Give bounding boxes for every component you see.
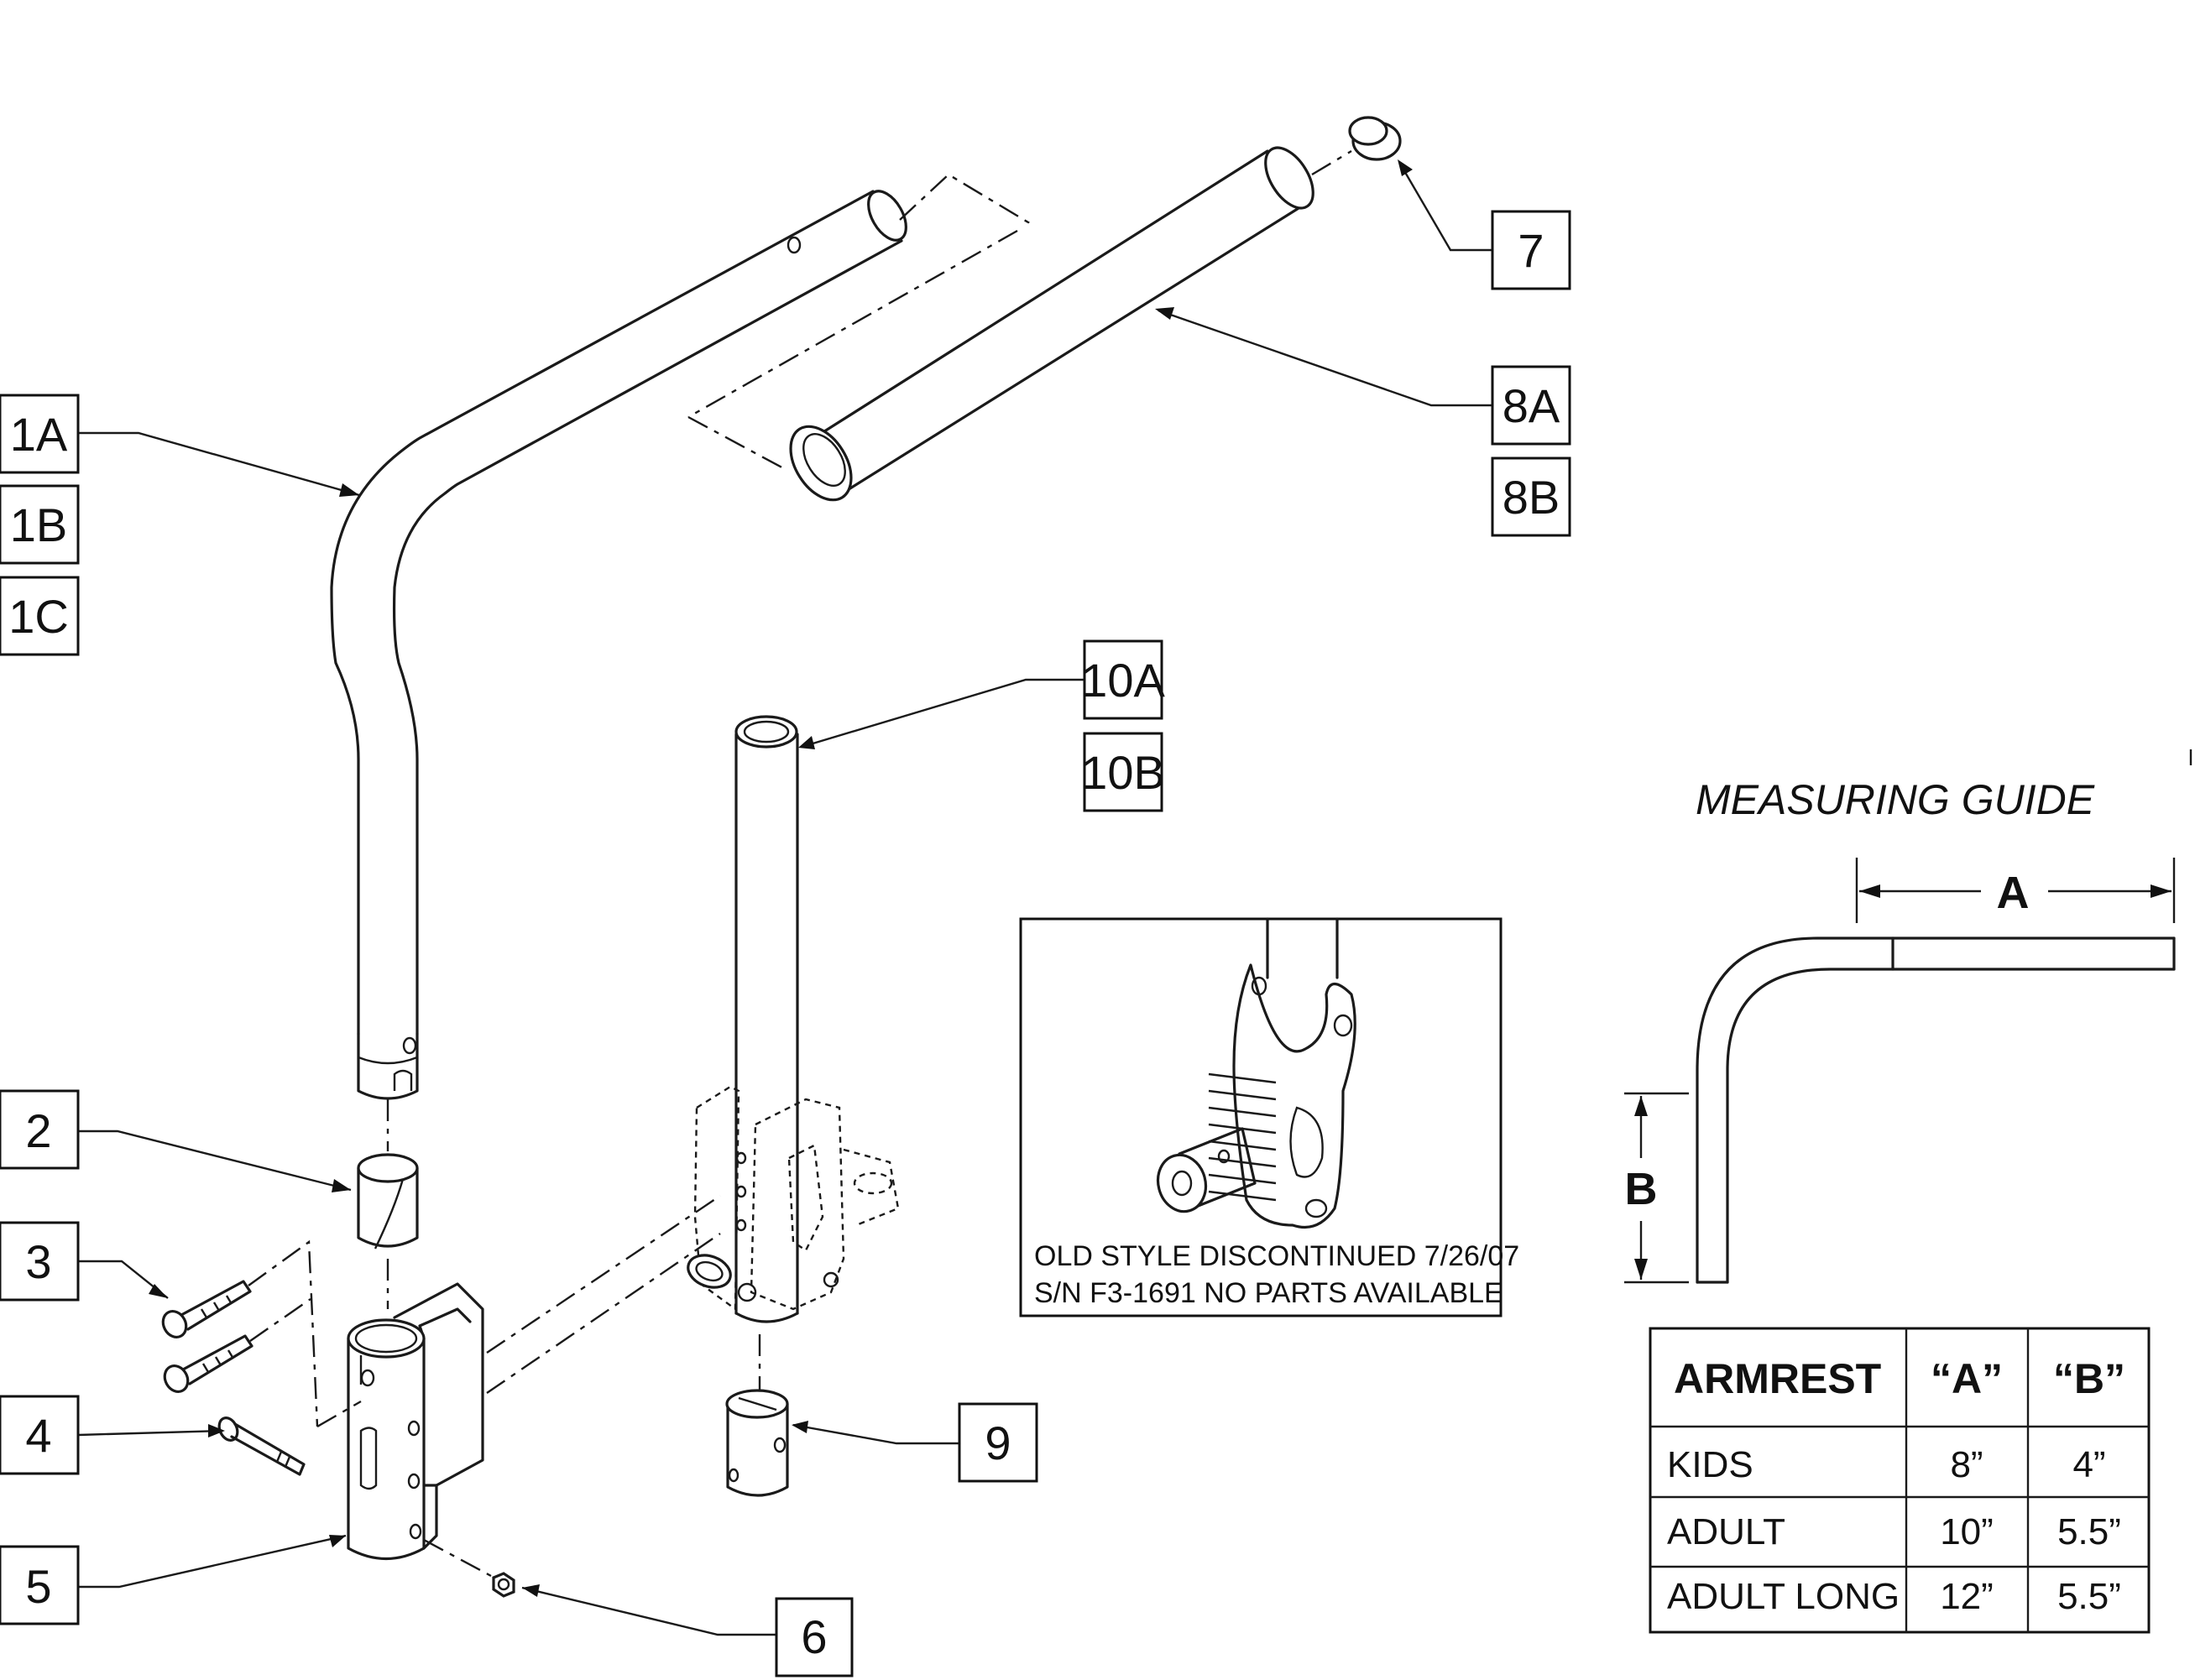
- callout-10a: 10A: [1081, 639, 1165, 720]
- table-header-armrest: ARMREST: [1674, 1355, 1881, 1402]
- callout-9: 9: [958, 1402, 1038, 1483]
- table-cell: KIDS: [1667, 1444, 1753, 1485]
- bushing-9: [725, 1389, 789, 1497]
- inset-note-line2: S/N F3-1691 NO PARTS AVAILABLE: [1034, 1277, 1503, 1309]
- dim-b-label: B: [1625, 1164, 1658, 1214]
- table-cell: 5.5”: [2057, 1576, 2121, 1617]
- table-cell: ADULT: [1667, 1511, 1785, 1552]
- callout-2: 2: [0, 1089, 80, 1170]
- svg-text:4: 4: [25, 1409, 51, 1462]
- screws-3: [161, 1280, 253, 1393]
- table-header-b: “B”: [2053, 1355, 2125, 1402]
- table-cell: 5.5”: [2057, 1511, 2121, 1552]
- measuring-guide-title: MEASURING GUIDE: [1696, 776, 2095, 823]
- armrest-tube-1a: [330, 190, 907, 1100]
- svg-text:7: 7: [1518, 224, 1544, 277]
- receiver-post-10a: [734, 715, 799, 1323]
- sleeve-2: [357, 1153, 419, 1250]
- old-style-inset: OLD STYLE DISCONTINUED 7/26/07 S/N F3-16…: [1019, 917, 1519, 1317]
- svg-text:9: 9: [985, 1417, 1011, 1469]
- table-cell: ADULT LONG: [1667, 1576, 1900, 1617]
- nut-6: [492, 1572, 515, 1598]
- leader-lines: [77, 159, 1492, 1636]
- table-cell: 4”: [2072, 1444, 2105, 1485]
- receiver-5: [347, 1282, 484, 1561]
- end-cap-7: [1348, 116, 1402, 161]
- callout-6: 6: [775, 1597, 854, 1677]
- callout-1b: 1B: [0, 484, 80, 565]
- callout-1c: 1C: [0, 576, 80, 656]
- callout-4: 4: [0, 1395, 80, 1475]
- svg-text:8A: 8A: [1503, 379, 1560, 432]
- bolt-4: [217, 1417, 306, 1476]
- svg-text:6: 6: [801, 1610, 827, 1663]
- svg-text:10B: 10B: [1081, 746, 1165, 799]
- callout-7: 7: [1491, 210, 1571, 290]
- svg-text:5: 5: [25, 1560, 51, 1613]
- callout-3: 3: [0, 1221, 80, 1302]
- callout-1a: 1A: [0, 394, 80, 474]
- table-header-a: “A”: [1931, 1355, 2003, 1402]
- measuring-guide: MEASURING GUIDE A B: [1624, 776, 2176, 1284]
- callout-10b: 10B: [1081, 732, 1165, 812]
- svg-text:1A: 1A: [10, 408, 68, 461]
- table-cell: 10”: [1940, 1511, 1994, 1552]
- grip-tube-8a: [789, 146, 1314, 502]
- svg-text:3: 3: [25, 1235, 51, 1288]
- svg-text:1C: 1C: [8, 590, 69, 643]
- callout-8b: 8B: [1491, 457, 1571, 537]
- callout-5: 5: [0, 1545, 80, 1625]
- svg-text:2: 2: [25, 1104, 51, 1157]
- callout-8a: 8A: [1491, 365, 1571, 446]
- old-style-clamp-outline: [687, 1085, 900, 1312]
- inset-note-line1: OLD STYLE DISCONTINUED 7/26/07: [1034, 1240, 1519, 1272]
- svg-text:8B: 8B: [1503, 471, 1560, 524]
- svg-text:1B: 1B: [10, 498, 68, 551]
- svg-text:10A: 10A: [1081, 654, 1165, 707]
- table-cell: 12”: [1940, 1576, 1994, 1617]
- dim-a-label: A: [1997, 868, 2030, 918]
- armrest-size-table: ARMREST “A” “B” KIDS 8” 4” ADULT 10” 5.5…: [1649, 1327, 2151, 1634]
- table-cell: 8”: [1950, 1444, 1983, 1485]
